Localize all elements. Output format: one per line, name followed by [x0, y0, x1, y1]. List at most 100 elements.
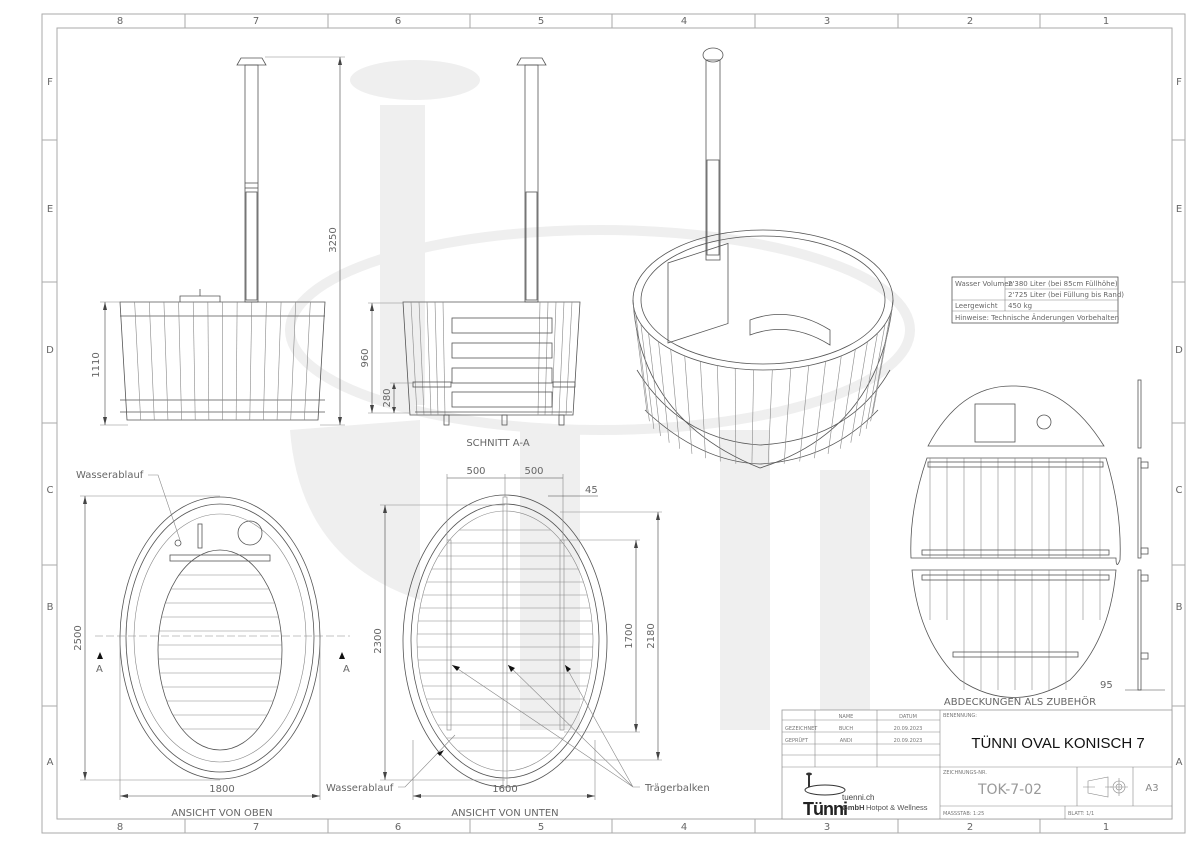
- frame-column-label: 5: [538, 822, 544, 833]
- frame-row-label: D: [46, 345, 54, 356]
- weight-label: Leergewicht: [955, 302, 998, 310]
- tub-stave: [783, 368, 792, 464]
- frame-row-label: B: [1176, 602, 1183, 613]
- frame-column-label: 1: [1103, 16, 1109, 27]
- tub-stave: [859, 333, 878, 437]
- bench-slat: [451, 342, 553, 359]
- company-tagline: Hotpot & Wellness: [866, 803, 928, 812]
- company-site: tuenni.ch: [842, 793, 874, 802]
- tub-stave: [814, 361, 826, 459]
- tub-stave: [290, 301, 297, 421]
- tub-stave: [658, 341, 670, 443]
- dim-bottom-length: 2300: [373, 628, 384, 653]
- frame-column-label: 3: [824, 822, 830, 833]
- tub-stave: [249, 301, 253, 421]
- col-name: NAME: [839, 714, 854, 720]
- frame-column-label: 6: [395, 16, 401, 27]
- section-view: 960 280 SCHNITT A-A: [360, 57, 581, 449]
- dim-beam-spacing-left: 500: [466, 466, 485, 477]
- frame-column-label: 7: [253, 16, 259, 27]
- tub-stave: [410, 301, 418, 416]
- tub-stave: [304, 301, 311, 421]
- tub-stave: [767, 369, 773, 465]
- tub-stave: [751, 369, 754, 465]
- frame-column-label: 1: [1103, 822, 1109, 833]
- tub-stave: [670, 349, 681, 449]
- drawing-number: TOK-7-02: [977, 782, 1042, 798]
- frame-row-label: F: [1176, 77, 1182, 88]
- frame-row-label: E: [1176, 204, 1182, 215]
- projection-symbol-icon: [1083, 776, 1128, 798]
- frame-column-label: 7: [253, 822, 259, 833]
- tub-stave: [148, 301, 155, 421]
- frame-row-label: B: [47, 602, 54, 613]
- tub-stave: [558, 301, 565, 416]
- tub-stave: [799, 365, 809, 462]
- scale-label: MASSSTAB: 1:25: [943, 811, 984, 817]
- drawing-number-label: ZEICHNUNGS-NR.: [943, 770, 987, 776]
- covers-label: ABDECKUNGEN ALS ZUBEHÖR: [944, 695, 1096, 708]
- tub-stave: [648, 333, 661, 437]
- note-text: Hinweise: Technische Änderungen Vorbehal…: [955, 313, 1119, 322]
- drawn-date: 20.09.2023: [894, 726, 923, 732]
- dim-bench-height: 280: [382, 388, 393, 407]
- dim-top-width: 1800: [209, 784, 234, 795]
- tub-stave: [263, 301, 267, 421]
- tub-stave: [865, 323, 886, 429]
- side-view: 3250 1110: [91, 56, 345, 426]
- bottom-view-label: ANSICHT VON UNTEN: [451, 808, 558, 819]
- paper-format: A3: [1145, 783, 1158, 794]
- dim-cover-thickness: 95: [1100, 680, 1113, 691]
- tub-stave: [442, 301, 446, 416]
- volume-value-1: 2'380 Liter (bei 85cm Füllhöhe): [1008, 280, 1118, 288]
- iso-view: [632, 47, 894, 469]
- drawing-title: TÜNNI OVAL KONISCH 7: [971, 734, 1144, 752]
- frame-column-label: 8: [117, 16, 123, 27]
- tub-stave: [551, 301, 557, 416]
- frame-row-label: D: [1175, 345, 1183, 356]
- dim-beam-length: 1700: [624, 623, 635, 648]
- tub-stave: [207, 301, 210, 421]
- section-marker-left: A: [96, 664, 103, 675]
- dim-beam-width: 45: [585, 485, 598, 496]
- tub-stave: [235, 301, 238, 421]
- frame-column-label: 2: [967, 822, 973, 833]
- tub-stave: [434, 301, 439, 416]
- checked-date: 20.09.2023: [894, 738, 923, 744]
- dim-height-tub: 1110: [91, 352, 102, 377]
- beam-label: Trägerbalken: [644, 783, 710, 794]
- bench-slat: [451, 367, 553, 384]
- tub-stave: [544, 301, 549, 416]
- dim-height-total: 3250: [328, 227, 339, 252]
- covers-view: 95 ABDECKUNGEN ALS ZUBEHÖR: [910, 379, 1165, 708]
- logo-text: Tünni: [803, 799, 847, 819]
- frame-column-label: 3: [824, 16, 830, 27]
- designation-label: BENENNUNG:: [943, 713, 977, 719]
- dim-inner-length: 2180: [646, 623, 657, 648]
- frame-row-label: F: [47, 77, 53, 88]
- company-name: GmbH: [842, 803, 865, 812]
- tub-stave: [134, 301, 141, 421]
- tub-stave: [192, 301, 196, 421]
- volume-label: Wasser Volumen: [955, 280, 1013, 288]
- dim-height-section: 960: [360, 348, 371, 367]
- tub-stave: [426, 301, 432, 416]
- checked-name: ANDI: [840, 738, 853, 744]
- top-view: Wasserablauf A A 2500 1800 ANSICHT VON O…: [73, 470, 350, 819]
- frame-column-label: 5: [538, 16, 544, 27]
- tub-stave: [276, 301, 282, 421]
- tub-stave: [872, 304, 894, 414]
- tub-stave: [565, 301, 573, 416]
- frame-row-label: E: [47, 204, 53, 215]
- tub-stave: [635, 314, 650, 422]
- drawn-label: GEZEICHNET: [785, 726, 818, 732]
- tub-stave: [163, 301, 169, 421]
- frame-column-label: 6: [395, 822, 401, 833]
- bottom-drain-label: Wasserablauf: [326, 783, 394, 794]
- tub-stave: [640, 323, 655, 429]
- frame-column-label: 4: [681, 16, 687, 27]
- dim-bottom-width: 1600: [492, 784, 517, 795]
- bench-slat: [451, 317, 553, 334]
